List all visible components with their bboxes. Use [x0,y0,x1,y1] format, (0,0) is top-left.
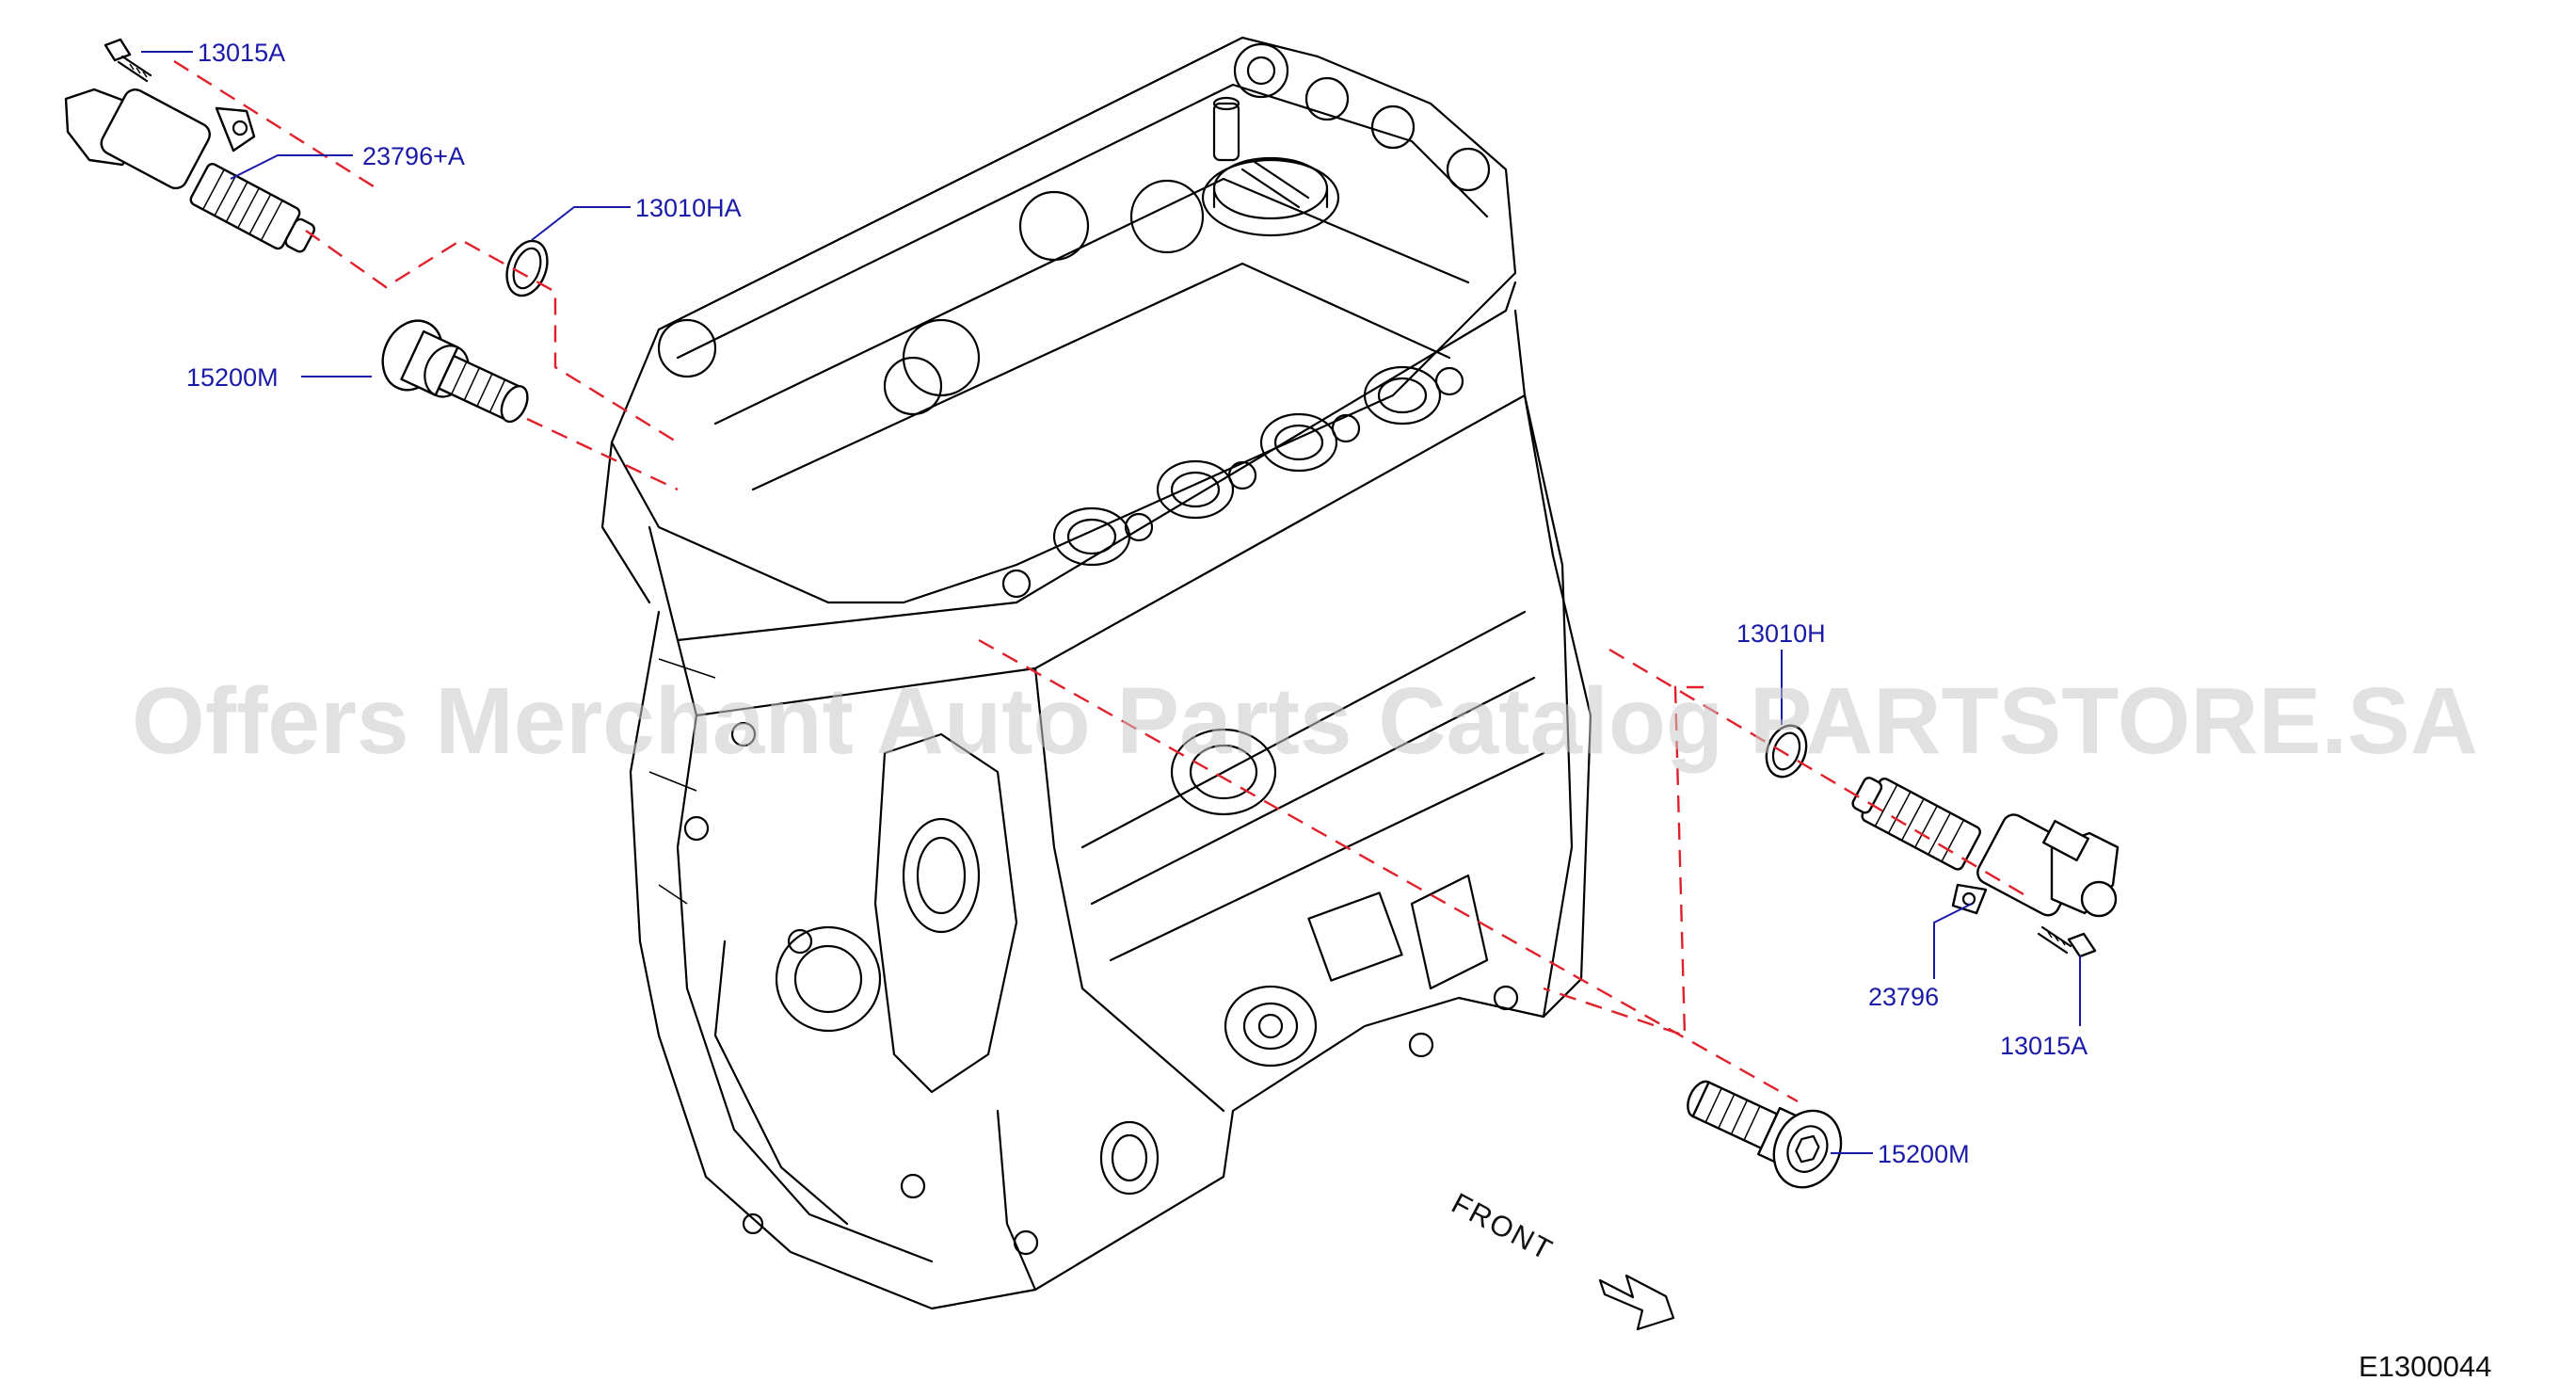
callout-13010HA: 13010HA [635,194,742,222]
callout-15200M-lower: 15200M [1878,1140,1970,1168]
callout-15200M-upper: 15200M [186,363,279,392]
solenoid-upper [64,88,316,253]
callout-23796A: 23796+A [362,142,465,170]
o-ring-upper [505,239,549,297]
oil-control-valve-upper [64,38,549,424]
callout-13015A-lower: 13015A [2000,1032,2088,1060]
assembly-paths [173,59,2024,1103]
front-label: FRONT [1447,1186,1560,1267]
front-indicator: FRONT [1447,1186,1675,1331]
drawing-code: E1300044 [2359,1350,2491,1383]
leader-lines [141,51,2081,1154]
filter-upper [381,319,529,424]
filter-lower [1687,1080,1843,1189]
callout-23796: 23796 [1868,983,1939,1011]
bolt-lower [2037,925,2097,958]
callout-13015A-upper: 13015A [198,39,285,67]
front-arrow-icon [1598,1274,1675,1331]
oil-control-valve-lower [1687,724,2120,1189]
engine-block [600,36,1592,1310]
callout-13010H: 13010H [1736,619,1826,648]
bolt-upper [104,38,152,83]
o-ring-lower [1765,724,1808,779]
solenoid-lower [1851,777,2120,918]
callouts: 13015A 23796+A 13010HA 15200M 13010H 237… [186,39,2088,1168]
watermark: Offers Merchant Auto Parts Catalog PARTS… [132,668,2478,774]
